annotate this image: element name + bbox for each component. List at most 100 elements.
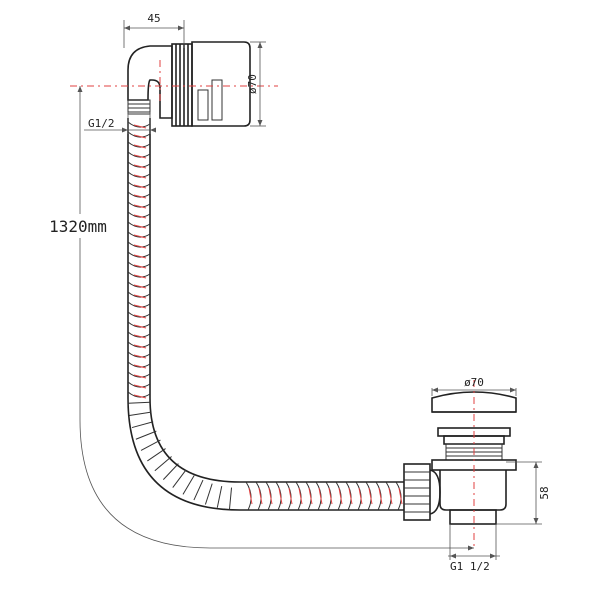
overflow-assembly [127, 41, 251, 127]
hose-coil [127, 141, 151, 148]
hose-coil [328, 487, 333, 505]
hose-coil [127, 241, 151, 248]
hose-coil [133, 344, 147, 349]
hose-coil [278, 487, 283, 505]
hose-coil [127, 331, 151, 338]
hose-coil [248, 487, 253, 505]
hose-coil [348, 487, 353, 505]
hose-coil [127, 391, 151, 398]
hose-coil [127, 161, 151, 168]
hose-coil [133, 244, 147, 249]
hose-coil [127, 351, 151, 358]
hose-coil [204, 483, 213, 505]
hose-coil [133, 314, 147, 319]
hose-coil [127, 381, 151, 388]
hose-coil [133, 154, 147, 159]
dimension-lines [79, 20, 542, 560]
hose-coil [127, 171, 151, 178]
hose-coil [127, 301, 151, 308]
hose-coil [133, 224, 147, 229]
hose-coil [133, 204, 147, 209]
hose-coil [127, 131, 151, 138]
arrowheads [77, 25, 539, 559]
hose-coil [133, 374, 147, 379]
hose-coil [129, 411, 152, 417]
hose-coil [288, 487, 293, 505]
hose-coil [133, 234, 147, 239]
label-waste-diameter: ø70 [464, 376, 484, 389]
hose-coil [193, 479, 204, 501]
hose-coils [127, 121, 403, 511]
hose-coil [127, 251, 151, 258]
label-thread-bottom: G1 1/2 [450, 560, 490, 573]
hose-coil [135, 430, 157, 440]
hose-coil [338, 487, 343, 505]
elbow-thread [127, 99, 151, 115]
hose-coil [154, 456, 172, 472]
hose-coil [133, 184, 147, 189]
hose-coil [127, 151, 151, 158]
hose-coil [127, 211, 151, 218]
hose-coil [133, 334, 147, 339]
hose-coil [133, 194, 147, 199]
hose-coil [216, 486, 223, 508]
hose-coil [127, 271, 151, 278]
hose-coil [127, 281, 151, 288]
hose-coil [308, 487, 313, 505]
hose-coil [127, 321, 151, 328]
hose-coil [127, 361, 151, 368]
hose-coil [127, 341, 151, 348]
hose-coil [133, 394, 147, 399]
hose-coil [127, 201, 151, 208]
hose-coil [127, 191, 151, 198]
hose-coil [133, 164, 147, 169]
hose-coil [133, 364, 147, 369]
hose-outline-inner [149, 118, 404, 483]
hose-coil [128, 401, 151, 404]
hose-coil [127, 261, 151, 268]
hose-coil [133, 384, 147, 389]
label-waste-height: 58 [538, 486, 551, 499]
hose-coil [127, 231, 151, 238]
waste-outlet [449, 509, 497, 525]
hose-coil [127, 311, 151, 318]
hose-coil [133, 294, 147, 299]
hose-coil [133, 284, 147, 289]
centerlines [70, 60, 475, 548]
hose-coil [133, 354, 147, 359]
hose-coil [258, 487, 263, 505]
waste-body [439, 470, 507, 511]
hose-coil [298, 487, 303, 505]
hose-coil [140, 439, 161, 451]
label-thread-top: G1/2 [88, 117, 115, 130]
hose-coil [228, 487, 233, 510]
hose-coil [318, 487, 323, 505]
hose-coil [172, 469, 187, 488]
hose-coil [268, 487, 273, 505]
label-overflow-diameter: ø70 [246, 74, 259, 94]
hose-coil [388, 487, 393, 505]
overflow-flange [171, 43, 193, 127]
hose-coil [162, 463, 179, 480]
hose-coil [133, 324, 147, 329]
hose-coil [368, 487, 373, 505]
hose-coil [127, 181, 151, 188]
hose-coil [133, 174, 147, 179]
label-overflow-width: 45 [147, 12, 160, 25]
hose-coil [358, 487, 363, 505]
hose-coil [127, 121, 151, 128]
dimension-labels: 45 ø70 G1/2 1320mm ø70 58 G1 1/2 [49, 12, 551, 573]
overflow-elbow [127, 45, 173, 119]
hose-coil [147, 448, 166, 462]
hose-outline-outer [127, 118, 404, 511]
hose-coil [127, 291, 151, 298]
hose-coil [127, 221, 151, 228]
overflow-cover [191, 41, 251, 127]
hose-coil [133, 254, 147, 259]
hose-coil [133, 124, 147, 129]
hose-coil [133, 134, 147, 139]
hose-coil [133, 274, 147, 279]
label-hose-length: 1320mm [49, 217, 107, 236]
hose-coil [378, 487, 383, 505]
